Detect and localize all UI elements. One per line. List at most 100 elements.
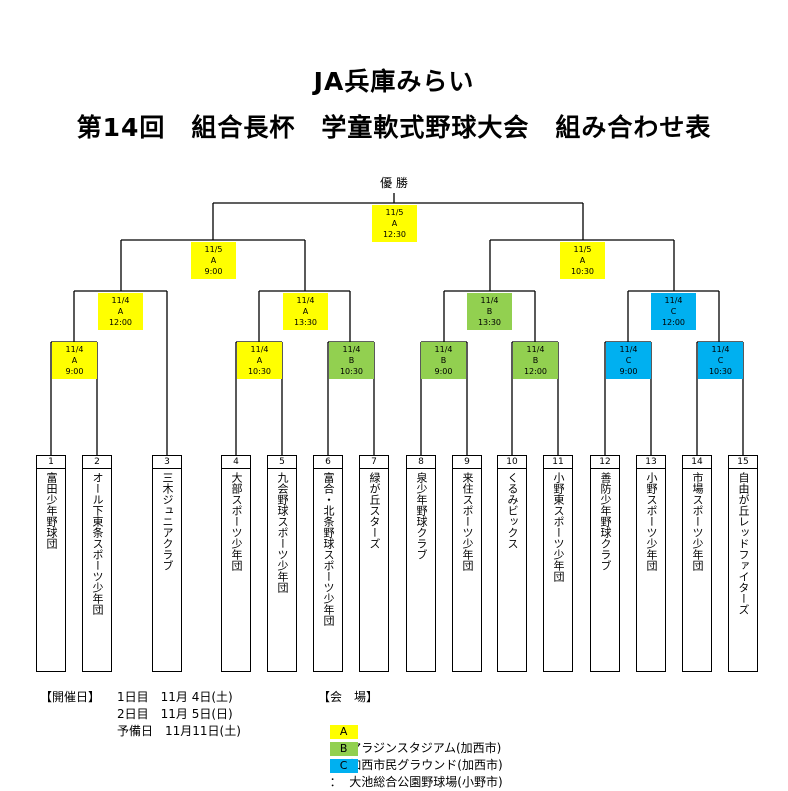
team-box: 3 三木ジュニアクラブ: [152, 455, 182, 672]
venue-code-c: C: [329, 758, 358, 773]
match-round1-g: 11/4 C 10:30: [698, 342, 743, 379]
match-round1-a: 11/4 A 9:00: [52, 342, 97, 379]
team-name: 三木ジュニアクラブ: [161, 472, 174, 571]
team-box: 10 くるみビックス: [497, 455, 527, 672]
page-title: JA兵庫みらい: [313, 67, 475, 96]
match-date: 11/4: [111, 296, 130, 305]
match-venue: C: [625, 356, 632, 365]
team-number: 14: [683, 456, 711, 469]
match-round1-f: 11/4 C 9:00: [606, 342, 651, 379]
team-number: 11: [544, 456, 572, 469]
match-round1-e: 11/4 B 12:00: [513, 342, 558, 379]
team-name: 緑が丘スターズ: [368, 472, 381, 549]
team-name: 富田少年野球団: [45, 472, 58, 549]
match-round1-c: 11/4 B 10:30: [329, 342, 374, 379]
team-number: 2: [83, 456, 111, 469]
team-box: 12 善防少年野球クラブ: [590, 455, 620, 672]
match-date: 11/5: [385, 208, 404, 217]
team-number: 9: [453, 456, 481, 469]
match-date: 11/4: [250, 345, 269, 354]
team-box: 8 泉少年野球クラブ: [406, 455, 436, 672]
schedule-row: 1日目 11月 4日(土): [117, 690, 233, 704]
schedule-row: 予備日 11月11日(土): [117, 724, 241, 738]
match-time: 12:30: [382, 230, 407, 239]
match-quarterfinal-4: 11/4 C 12:00: [651, 293, 696, 330]
venue-code-a: A: [329, 724, 358, 739]
champion-label: 優 勝: [380, 176, 408, 190]
team-number: 12: [591, 456, 619, 469]
match-date: 11/5: [573, 245, 592, 254]
venue-label: 【会 場】: [318, 690, 379, 704]
team-box: 14 市場スポーツ少年団: [682, 455, 712, 672]
match-venue: B: [348, 356, 355, 365]
team-box: 9 来住スポーツ少年団: [452, 455, 482, 672]
schedule-label: 【開催日】: [40, 690, 101, 704]
match-venue: C: [670, 307, 677, 316]
match-venue: C: [717, 356, 724, 365]
venue-legend-row: C ： 大池総合公園野球場(小野市): [322, 740, 503, 791]
team-box: 5 九会野球スポーツ少年団: [267, 455, 297, 672]
match-date: 11/5: [204, 245, 223, 254]
match-venue: B: [532, 356, 539, 365]
match-date: 11/4: [664, 296, 683, 305]
match-round1-d: 11/4 B 9:00: [421, 342, 466, 379]
team-number: 5: [268, 456, 296, 469]
team-number: 1: [37, 456, 65, 469]
match-time: 9:00: [204, 267, 223, 276]
match-venue: A: [302, 307, 309, 316]
team-number: 8: [407, 456, 435, 469]
match-time: 9:00: [434, 367, 453, 376]
match-time: 10:30: [247, 367, 272, 376]
match-venue: B: [486, 307, 493, 316]
match-semifinal-2: 11/5 A 10:30: [560, 242, 605, 279]
match-quarterfinal-1: 11/4 A 12:00: [98, 293, 143, 330]
team-number: 13: [637, 456, 665, 469]
match-round1-b: 11/4 A 10:30: [237, 342, 282, 379]
match-venue: A: [256, 356, 263, 365]
venue-name: ： 大池総合公園野球場(小野市): [329, 775, 503, 789]
team-name: くるみビックス: [506, 472, 519, 549]
team-box: 13 小野スポーツ少年団: [636, 455, 666, 672]
match-quarterfinal-2: 11/4 A 13:30: [283, 293, 328, 330]
match-time: 10:30: [708, 367, 733, 376]
team-box: 1 富田少年野球団: [36, 455, 66, 672]
match-date: 11/4: [711, 345, 730, 354]
match-venue: A: [391, 219, 398, 228]
team-box: 4 大部スポーツ少年団: [221, 455, 251, 672]
team-name: 善防少年野球クラブ: [599, 472, 612, 571]
team-number: 4: [222, 456, 250, 469]
match-time: 9:00: [619, 367, 638, 376]
match-date: 11/4: [296, 296, 315, 305]
team-name: オール下東条スポーツ少年団: [91, 472, 104, 615]
match-date: 11/4: [65, 345, 84, 354]
venue-code-b: B: [329, 741, 358, 756]
team-name: 九会野球スポーツ少年団: [276, 472, 289, 593]
match-date: 11/4: [434, 345, 453, 354]
match-time: 12:00: [108, 318, 133, 327]
team-number: 3: [153, 456, 181, 469]
match-date: 11/4: [526, 345, 545, 354]
schedule-row: 2日目 11月 5日(日): [117, 707, 233, 721]
match-date: 11/4: [342, 345, 361, 354]
match-time: 12:00: [661, 318, 686, 327]
match-time: 10:30: [570, 267, 595, 276]
match-time: 13:30: [477, 318, 502, 327]
match-venue: A: [579, 256, 586, 265]
team-name: 来住スポーツ少年団: [461, 472, 474, 571]
team-name: 泉少年野球クラブ: [415, 472, 428, 560]
team-box: 15 自由が丘レッドファイターズ: [728, 455, 758, 672]
team-name: 自由が丘レッドファイターズ: [737, 472, 750, 615]
team-box: 6 富合・北条野球スポーツ少年団: [313, 455, 343, 672]
page-subtitle: 第14回 組合長杯 学童軟式野球大会 組み合わせ表: [76, 113, 712, 142]
match-time: 9:00: [65, 367, 84, 376]
team-name: 小野スポーツ少年団: [645, 472, 658, 571]
match-date: 11/4: [480, 296, 499, 305]
match-quarterfinal-3: 11/4 B 13:30: [467, 293, 512, 330]
match-time: 13:30: [293, 318, 318, 327]
match-final: 11/5 A 12:30: [372, 205, 417, 242]
match-venue: A: [117, 307, 124, 316]
team-box: 7 緑が丘スターズ: [359, 455, 389, 672]
team-number: 7: [360, 456, 388, 469]
match-venue: B: [440, 356, 447, 365]
